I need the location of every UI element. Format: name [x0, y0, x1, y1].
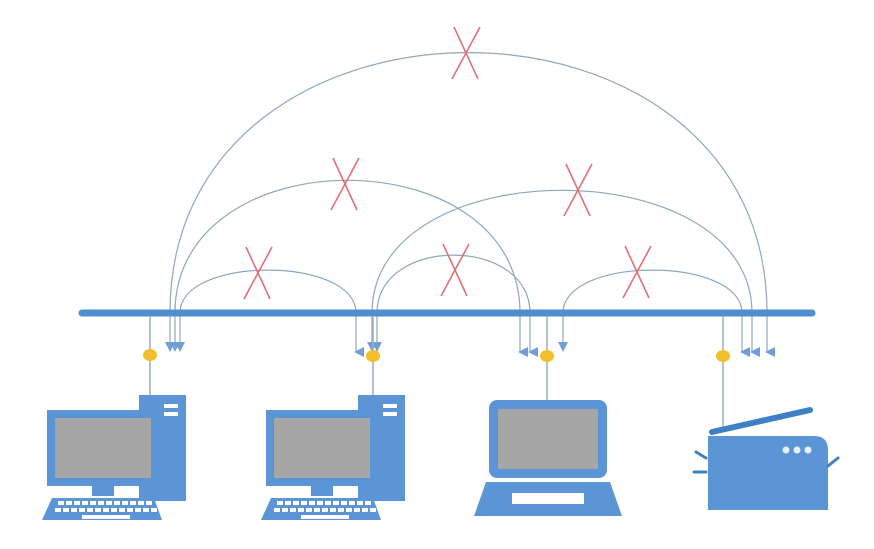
arrowhead — [558, 342, 568, 352]
desktop-computer-icon — [42, 395, 186, 520]
keyboard-key — [293, 501, 299, 505]
keyboard-key — [333, 501, 339, 505]
tower-slot — [383, 404, 397, 408]
keyboard-key — [354, 508, 360, 512]
paper-tray — [709, 407, 813, 435]
keyboard-key — [95, 508, 101, 512]
status-light — [793, 446, 801, 454]
keyboard-key — [90, 501, 96, 505]
connector-node-desktop-1 — [143, 349, 157, 361]
blocked-cross-icon — [451, 26, 481, 80]
keyboard-key — [349, 501, 355, 505]
keyboard-key — [143, 508, 149, 512]
printer-icon — [692, 407, 840, 510]
status-light — [804, 446, 812, 454]
keyboard-key — [346, 508, 352, 512]
keyboard-key — [82, 501, 88, 505]
tower-slot — [164, 404, 178, 408]
keyboard-key — [130, 501, 136, 505]
keyboard-key — [119, 508, 125, 512]
keyboard-key — [306, 508, 312, 512]
arrowhead — [367, 342, 377, 352]
keyboard-key — [301, 515, 349, 519]
keyboard-key — [111, 508, 117, 512]
keyboard-key — [127, 508, 133, 512]
connector-node-laptop — [540, 350, 554, 362]
keyboard-key — [58, 501, 64, 505]
keyboard-key — [285, 501, 291, 505]
keyboard-key — [298, 508, 304, 512]
keyboard-key — [314, 508, 320, 512]
keyboard-key — [330, 508, 336, 512]
vibration-mark — [826, 456, 840, 468]
keyboard-key — [151, 508, 157, 512]
arc-desktop-1-to-printer — [169, 52, 775, 357]
keyboard-key — [114, 501, 120, 505]
keyboard-key — [103, 508, 109, 512]
keyboard-key — [362, 508, 368, 512]
keyboard-key — [66, 501, 72, 505]
keyboard-key — [341, 501, 347, 505]
keyboard-key — [122, 501, 128, 505]
laptop-trackpad — [512, 493, 584, 504]
blocked-cross-icon — [440, 243, 470, 297]
arrowhead — [165, 342, 175, 352]
keyboard-key — [370, 508, 376, 512]
printer-body — [708, 436, 828, 510]
keyboard-keys — [274, 501, 376, 519]
arc-laptop-to-printer — [562, 269, 750, 357]
keyboard-key — [71, 508, 77, 512]
keyboard-key — [325, 501, 331, 505]
keyboard-key — [365, 501, 371, 505]
tower-slot — [383, 412, 397, 416]
keyboard-key — [74, 501, 80, 505]
keyboard-key — [79, 508, 85, 512]
connector-node-printer — [716, 350, 730, 362]
keyboard-key — [138, 501, 144, 505]
keyboard-key — [135, 508, 141, 512]
keyboard-key — [317, 501, 323, 505]
keyboard-keys — [55, 501, 157, 519]
monitor-screen — [274, 418, 370, 478]
arc-desktop-2-to-printer — [371, 189, 760, 357]
vibration-mark — [694, 450, 708, 460]
keyboard-key — [98, 501, 104, 505]
monitor-screen — [55, 418, 151, 478]
blocked-cross-icon — [622, 245, 652, 299]
keyboard-key — [55, 508, 61, 512]
keyboard-key — [301, 501, 307, 505]
blocked-markers — [243, 26, 652, 300]
status-light — [782, 446, 790, 454]
keyboard-key — [357, 501, 363, 505]
keyboard-key — [274, 508, 280, 512]
blocked-cross-icon — [563, 163, 593, 217]
laptop-icon — [474, 400, 622, 516]
tower-slot — [164, 412, 178, 416]
keyboard-key — [322, 508, 328, 512]
blocked-cross-icon — [243, 246, 273, 300]
monitor-stand — [92, 486, 114, 496]
keyboard-key — [277, 501, 283, 505]
arc-desktop-1-to-desktop-2 — [179, 269, 364, 357]
monitor-stand — [311, 486, 333, 496]
keyboard-key — [146, 501, 152, 505]
arc-desktop-2-to-laptop — [376, 254, 538, 357]
device-drop-lines — [143, 316, 730, 428]
laptop-screen — [498, 409, 598, 469]
connector-node-desktop-2 — [366, 350, 380, 362]
keyboard-key — [63, 508, 69, 512]
keyboard-key — [282, 508, 288, 512]
keyboard-key — [338, 508, 344, 512]
blocked-cross-icon — [330, 157, 360, 211]
keyboard-key — [309, 501, 315, 505]
desktop-computer-icon — [261, 395, 405, 520]
keyboard-key — [106, 501, 112, 505]
keyboard-key — [82, 515, 130, 519]
keyboard-key — [87, 508, 93, 512]
keyboard-key — [290, 508, 296, 512]
